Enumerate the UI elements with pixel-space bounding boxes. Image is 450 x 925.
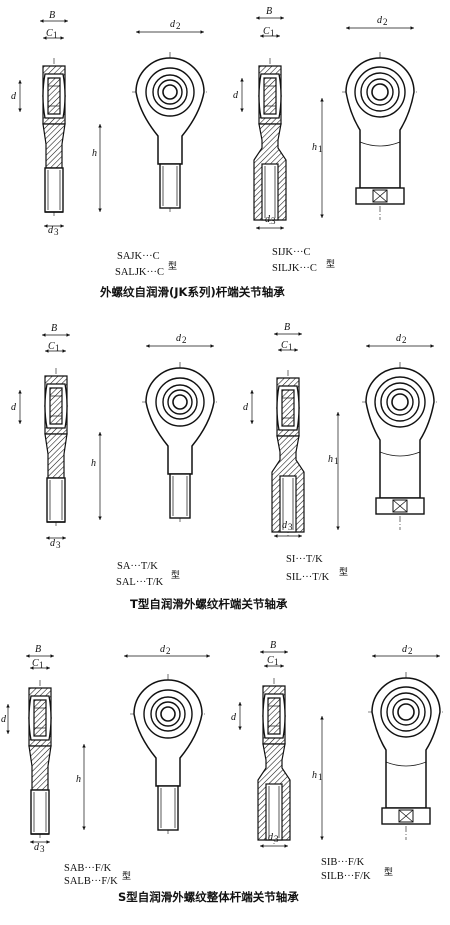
section-1-title: 外螺纹自润滑(JK系列)杆端关节轴承 xyxy=(99,285,285,299)
svg-text:1: 1 xyxy=(318,144,323,154)
svg-text:h: h xyxy=(76,774,81,785)
svg-text:2: 2 xyxy=(182,335,187,345)
svg-text:3: 3 xyxy=(274,834,279,844)
svg-text:d: d xyxy=(282,520,288,531)
type-suffix: 型 xyxy=(171,570,180,580)
svg-text:d: d xyxy=(265,214,271,225)
svg-text:C: C xyxy=(263,26,270,37)
model-name: SI···T/K xyxy=(286,554,323,565)
svg-text:d: d xyxy=(268,832,274,843)
svg-text:d: d xyxy=(231,712,237,723)
svg-text:d: d xyxy=(233,90,239,101)
svg-text:d: d xyxy=(402,644,408,655)
svg-text:2: 2 xyxy=(402,335,407,345)
svg-text:2: 2 xyxy=(383,17,388,27)
type-suffix: 型 xyxy=(168,261,177,271)
section-2-drawings xyxy=(18,332,439,540)
label-d3: d xyxy=(48,225,54,236)
section-3-title: S型自润滑外螺纹整体杆端关节轴承 xyxy=(118,890,299,904)
type-suffix: 型 xyxy=(122,871,131,881)
svg-text:2: 2 xyxy=(166,646,171,656)
svg-text:1: 1 xyxy=(270,28,275,38)
svg-text:B: B xyxy=(270,640,276,651)
svg-text:2: 2 xyxy=(408,646,413,656)
model-name: SIB···F/K xyxy=(321,857,365,868)
svg-text:1: 1 xyxy=(274,657,279,667)
model-name: SILJK···C xyxy=(272,263,317,274)
svg-text:2: 2 xyxy=(176,21,181,31)
model-name: SAJK···C xyxy=(117,251,160,262)
svg-text:h: h xyxy=(312,770,317,781)
label-C1: C xyxy=(46,28,53,39)
section-1-drawings xyxy=(18,16,419,230)
svg-text:d: d xyxy=(50,538,56,549)
svg-text:1: 1 xyxy=(334,456,339,466)
model-name: SIJK···C xyxy=(272,247,311,258)
svg-text:h: h xyxy=(328,454,333,465)
section-2-title: T型自润滑外螺纹杆端关节轴承 xyxy=(130,597,288,611)
section-1-captions: SAJK···C SALJK···C 型 SIJK···C SILJK···C … xyxy=(99,247,335,299)
section-3-right-front-view xyxy=(367,671,445,841)
type-suffix: 型 xyxy=(384,867,393,877)
label-h: h xyxy=(92,148,97,159)
svg-text:B: B xyxy=(35,644,41,655)
label-d2: d xyxy=(170,19,176,30)
svg-text:d: d xyxy=(160,644,166,655)
section-3-drawings xyxy=(6,650,445,848)
section-2-left-section-view xyxy=(43,367,69,527)
svg-text:h: h xyxy=(91,458,96,469)
svg-text:d: d xyxy=(11,402,17,413)
svg-text:d: d xyxy=(377,15,383,26)
section-1-right-front-view xyxy=(341,51,419,221)
svg-text:C: C xyxy=(267,655,274,666)
svg-text:3: 3 xyxy=(271,216,276,226)
section-2-left-front-view xyxy=(141,361,219,523)
section-3-left-front-view xyxy=(129,673,207,835)
svg-text:B: B xyxy=(51,323,57,334)
svg-text:B: B xyxy=(266,6,272,17)
section-2-captions: SA···T/K SAL···T/K 型 SI···T/K SIL···T/K … xyxy=(116,554,348,611)
model-name: SAL···T/K xyxy=(116,577,164,588)
section-3-left-section-view xyxy=(27,679,53,839)
label-d: d xyxy=(11,91,17,102)
svg-text:1: 1 xyxy=(288,342,293,352)
svg-text:d: d xyxy=(176,333,182,344)
section-2-right-front-view xyxy=(361,361,439,531)
section-1-left-section-view xyxy=(41,57,67,217)
model-name: SIL···T/K xyxy=(286,572,330,583)
svg-text:1: 1 xyxy=(318,772,323,782)
section-3-right-section-view xyxy=(257,677,291,845)
svg-text:d: d xyxy=(1,714,7,725)
svg-text:1: 1 xyxy=(53,30,58,40)
model-name: SAB···F/K xyxy=(64,863,112,874)
model-name: SA···T/K xyxy=(117,561,158,572)
section-3-captions: SAB···F/K SALB···F/K 型 SIB···F/K SILB···… xyxy=(64,857,393,904)
svg-text:d: d xyxy=(243,402,249,413)
svg-text:3: 3 xyxy=(40,844,45,854)
type-suffix: 型 xyxy=(339,567,348,577)
section-1-right-section-view xyxy=(253,57,287,225)
svg-text:B: B xyxy=(284,322,290,333)
svg-text:C: C xyxy=(32,658,39,669)
svg-text:1: 1 xyxy=(39,660,44,670)
svg-text:3: 3 xyxy=(56,540,61,550)
svg-text:3: 3 xyxy=(288,522,293,532)
label-h1: h xyxy=(312,142,317,153)
model-name: SALJK···C xyxy=(115,267,164,278)
svg-text:d: d xyxy=(396,333,402,344)
svg-text:3: 3 xyxy=(54,227,59,237)
model-name: SALB···F/K xyxy=(64,876,118,887)
section-1-left-front-view xyxy=(131,51,209,213)
svg-text:C: C xyxy=(48,341,55,352)
label-B: B xyxy=(49,10,55,21)
svg-text:C: C xyxy=(281,340,288,351)
type-suffix: 型 xyxy=(326,259,335,269)
svg-text:1: 1 xyxy=(55,343,60,353)
svg-text:d: d xyxy=(34,842,40,853)
model-name: SILB···F/K xyxy=(321,871,371,882)
section-2-right-section-view xyxy=(271,369,305,537)
